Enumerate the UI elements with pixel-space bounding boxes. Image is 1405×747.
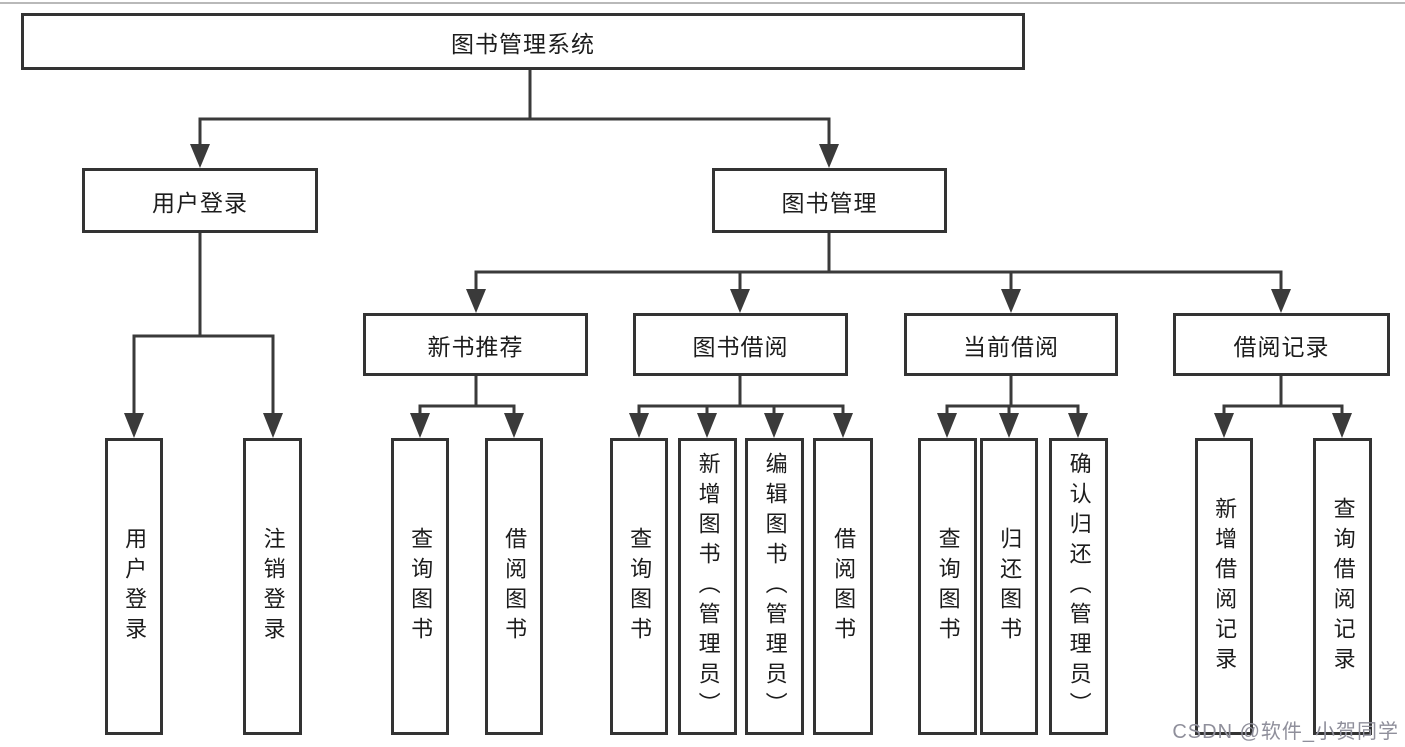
connector-new-book-recommend xyxy=(410,376,524,438)
borrow-records-label: 借阅记录 xyxy=(1233,333,1330,360)
leaf-query-books-recommend: 查询图书 xyxy=(391,438,449,735)
leaf-confirm-return-admin: 确认归还（管理员） xyxy=(1049,438,1108,735)
leaf-add-books-admin-label: 新增图书（管理员） xyxy=(695,451,721,722)
leaf-query-books-current-label: 查询图书 xyxy=(935,526,961,647)
leaf-edit-books-admin-label: 编辑图书（管理员） xyxy=(762,451,788,722)
connector-user-login xyxy=(124,233,283,438)
csdn-watermark: CSDN @软件_小贺同学 xyxy=(1172,721,1399,743)
current-borrow-label: 当前借阅 xyxy=(963,333,1059,360)
leaf-edit-books-admin: 编辑图书（管理员） xyxy=(745,438,804,735)
connector-borrow-records xyxy=(1214,376,1352,438)
leaf-query-borrow-record: 查询借阅记录 xyxy=(1313,438,1372,735)
new-book-recommend-node: 新书推荐 xyxy=(363,313,588,376)
leaf-borrow-books-recommend: 借阅图书 xyxy=(485,438,543,735)
leaf-logout: 注销登录 xyxy=(243,438,302,735)
book-borrow-label: 图书借阅 xyxy=(692,333,789,360)
leaf-query-borrow-record-label: 查询借阅记录 xyxy=(1330,496,1356,677)
leaf-add-borrow-record: 新增借阅记录 xyxy=(1195,438,1253,735)
leaf-query-books-current: 查询图书 xyxy=(918,438,977,735)
leaf-borrow-books: 借阅图书 xyxy=(813,438,873,735)
current-borrow-node: 当前借阅 xyxy=(904,313,1118,376)
leaf-user-login: 用户登录 xyxy=(105,438,163,735)
leaf-logout-label: 注销登录 xyxy=(260,526,286,647)
new-book-recommend-label: 新书推荐 xyxy=(427,333,524,360)
leaf-query-books-borrow: 查询图书 xyxy=(610,438,668,735)
leaf-add-borrow-record-label: 新增借阅记录 xyxy=(1212,496,1238,677)
user-login-node: 用户登录 xyxy=(82,168,318,233)
leaf-user-login-label: 用户登录 xyxy=(122,526,148,647)
leaf-query-books-recommend-label: 查询图书 xyxy=(408,526,434,647)
leaf-confirm-return-admin-label: 确认归还（管理员） xyxy=(1066,451,1092,722)
root-node-label: 图书管理系统 xyxy=(451,30,595,57)
user-login-node-label: 用户登录 xyxy=(152,189,248,216)
leaf-borrow-books-label: 借阅图书 xyxy=(831,526,857,647)
leaf-return-books: 归还图书 xyxy=(980,438,1038,735)
leaf-borrow-books-recommend-label: 借阅图书 xyxy=(502,526,528,647)
book-management-node-label: 图书管理 xyxy=(781,189,878,216)
leaf-add-books-admin: 新增图书（管理员） xyxy=(678,438,737,735)
book-management-node: 图书管理 xyxy=(712,168,947,233)
book-borrow-node: 图书借阅 xyxy=(633,313,848,376)
root-node-library-system: 图书管理系统 xyxy=(21,13,1025,70)
leaf-query-books-borrow-label: 查询图书 xyxy=(627,526,653,647)
leaf-return-books-label: 归还图书 xyxy=(997,526,1023,647)
connector-current-borrow xyxy=(937,376,1088,438)
connector-book-borrow xyxy=(629,376,853,438)
page-top-divider xyxy=(0,2,1405,4)
connector-book-management xyxy=(466,233,1291,313)
borrow-records-node: 借阅记录 xyxy=(1173,313,1390,376)
connector-root xyxy=(190,70,839,168)
